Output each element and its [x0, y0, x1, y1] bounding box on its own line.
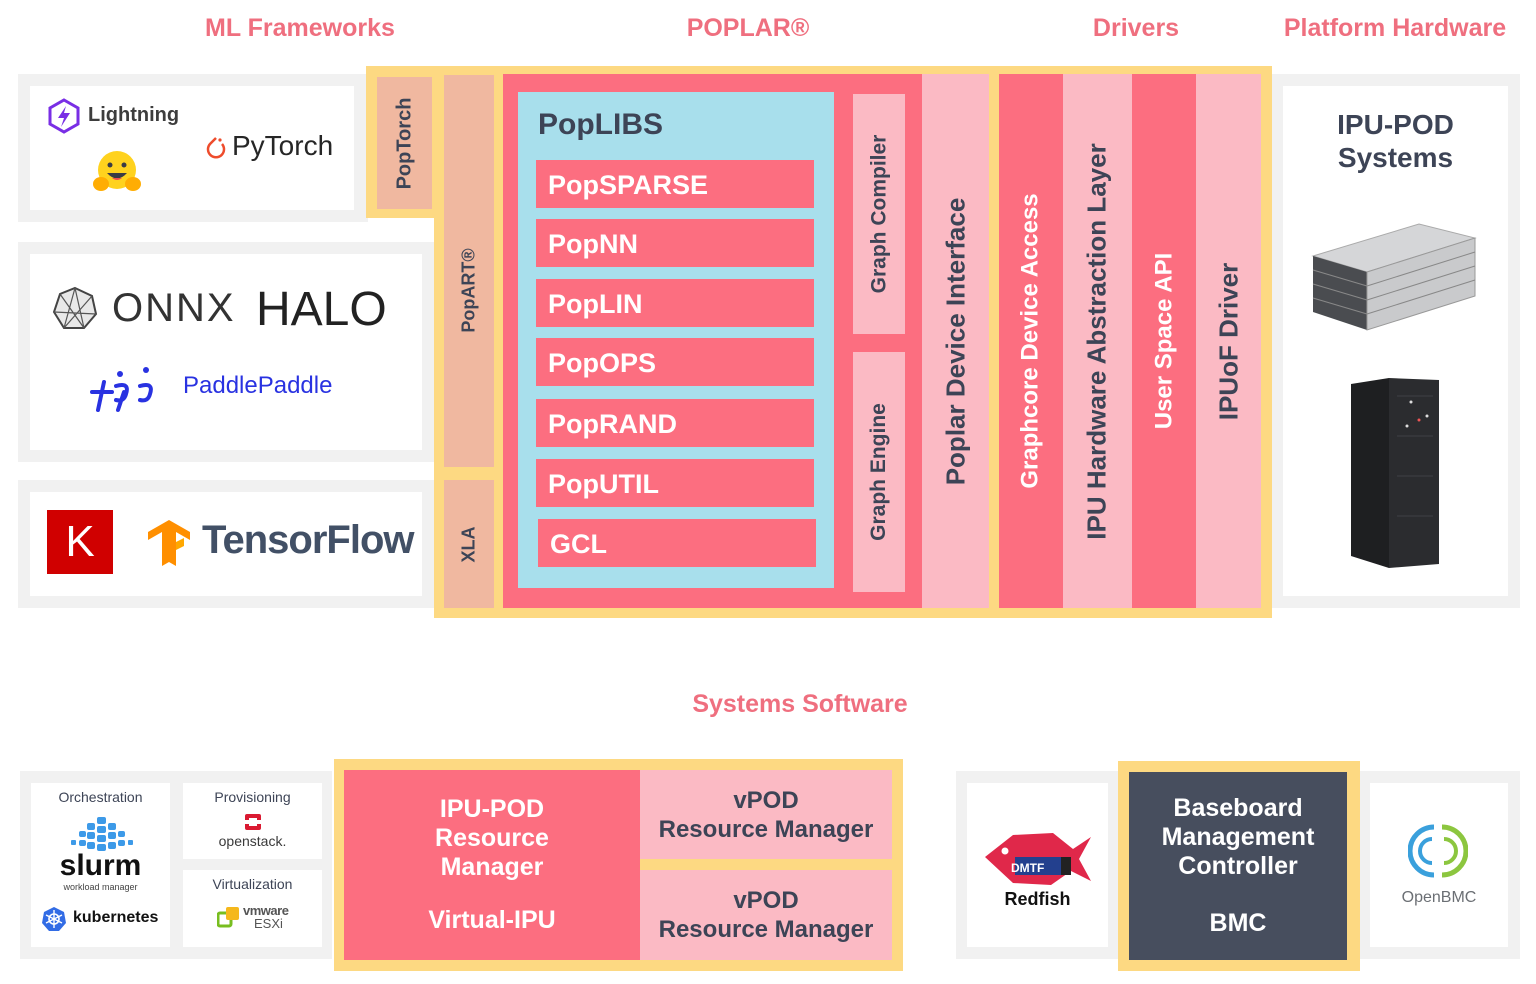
- redfish-icon: [985, 833, 1091, 885]
- kubernetes-label: kubernetes: [73, 909, 159, 926]
- provisioning-card: Provisioning openstack.: [183, 783, 322, 859]
- redfish-label: Redfish: [1004, 889, 1071, 909]
- openbmc-card: OpenBMC: [1370, 783, 1508, 947]
- paddlepaddle-icon: [90, 367, 153, 412]
- poplar-device-interface-block: Poplar Device Interface: [922, 74, 989, 608]
- tensorflow-icon: [148, 520, 190, 566]
- orchestration-panel: Orchestration slurm workload manager kub…: [20, 771, 332, 959]
- lightning-icon: [48, 98, 80, 134]
- poptorch-block: PopTorch: [377, 77, 432, 209]
- xla-block: XLA: [444, 480, 494, 608]
- pytorch-icon: [206, 137, 226, 159]
- lib-popops: PopOPS: [536, 338, 814, 386]
- onnx-label: ONNX: [112, 286, 236, 330]
- lib-poprand: PopRAND: [536, 399, 814, 447]
- openbmc-label: OpenBMC: [1401, 889, 1477, 906]
- lib-gcl: GCL: [538, 519, 816, 567]
- driver-user-space-api: User Space API: [1132, 74, 1196, 608]
- popart-block: PopART®: [444, 75, 494, 467]
- driver-ipu-hal: IPU Hardware Abstraction Layer: [1063, 74, 1132, 608]
- bmc-abbr: BMC: [1209, 909, 1267, 937]
- bmc-frame: Baseboard Management Controller BMC: [1118, 761, 1360, 971]
- hugging-face-icon: [93, 151, 141, 191]
- dmtf-label: DMTF: [1011, 861, 1045, 875]
- graph-engine-block: Graph Engine: [853, 352, 905, 592]
- resource-manager-frame: IPU-POD Resource Manager Virtual-IPU vPO…: [334, 759, 903, 971]
- lib-popsparse: PopSPARSE: [536, 160, 814, 208]
- slurm-sub-label: workload manager: [63, 882, 138, 892]
- orchestration-card: Orchestration slurm workload manager kub…: [31, 783, 170, 947]
- slurm-label: slurm: [59, 849, 142, 882]
- virtual-ipu-label: Virtual-IPU: [428, 906, 556, 934]
- bmc-block: Baseboard Management Controller BMC: [1129, 772, 1347, 960]
- framework-group-tensorflow: K TensorFlow: [18, 480, 434, 608]
- vpod-resource-manager-2: vPOD Resource Manager: [640, 870, 892, 960]
- vmware-icon: [217, 907, 239, 928]
- drivers-header: Drivers: [1092, 14, 1180, 42]
- driver-ipuof: IPUoF Driver: [1196, 74, 1261, 608]
- lightning-label: Lightning: [88, 104, 180, 126]
- pytorch-label: PyTorch: [232, 130, 334, 161]
- openstack-label: openstack.: [218, 833, 287, 849]
- poplar-header: POPLAR®: [686, 14, 810, 42]
- lib-poputil: PopUTIL: [536, 459, 814, 507]
- ml-frameworks-header: ML Frameworks: [205, 14, 395, 42]
- systems-software-header: Systems Software: [692, 690, 908, 718]
- ipu-pod-server-icon: [1311, 223, 1477, 331]
- halo-label: HALO: [256, 283, 387, 336]
- openbmc-icon: [1408, 824, 1468, 878]
- redfish-card: DMTF Redfish: [967, 783, 1108, 947]
- openstack-icon: [244, 814, 262, 830]
- vpod-resource-manager-1: vPOD Resource Manager: [640, 770, 892, 859]
- slurm-icon: [71, 817, 133, 851]
- poplibs-container: PopLIBS PopSPARSE PopNN PopLIN PopOPS Po…: [518, 92, 834, 588]
- keras-logo: K: [47, 510, 113, 574]
- tensorflow-label: TensorFlow: [202, 518, 414, 562]
- platform-hardware-panel: IPU-POD Systems: [1272, 74, 1520, 608]
- ipu-pod-rack-icon: [1351, 378, 1439, 568]
- driver-graphcore-device-access: Graphcore Device Access: [999, 74, 1063, 608]
- platform-hardware-header: Platform Hardware: [1283, 14, 1507, 42]
- poplibs-title: PopLIBS: [538, 108, 663, 141]
- esxi-label: ESXi: [254, 916, 283, 931]
- ipu-pod-systems-title: IPU-POD Systems: [1337, 109, 1454, 173]
- lib-poplin: PopLIN: [536, 279, 814, 327]
- vmware-label: vmware: [243, 903, 289, 918]
- poplar-core: PopLIBS PopSPARSE PopNN PopLIN PopOPS Po…: [503, 74, 922, 608]
- kubernetes-icon: [42, 907, 66, 931]
- virtualization-card: Virtualization vmware ESXi: [183, 870, 322, 947]
- graph-compiler-block: Graph Compiler: [853, 94, 905, 334]
- onnx-icon: [52, 286, 98, 329]
- framework-group-onnx: ONNX HALO PaddlePaddle: [18, 242, 434, 462]
- framework-group-pytorch: Lightning PyTorch: [18, 74, 368, 222]
- ipu-pod-resource-manager: IPU-POD Resource Manager Virtual-IPU: [344, 770, 640, 960]
- lib-popnn: PopNN: [536, 219, 814, 267]
- paddlepaddle-label: PaddlePaddle: [183, 372, 333, 399]
